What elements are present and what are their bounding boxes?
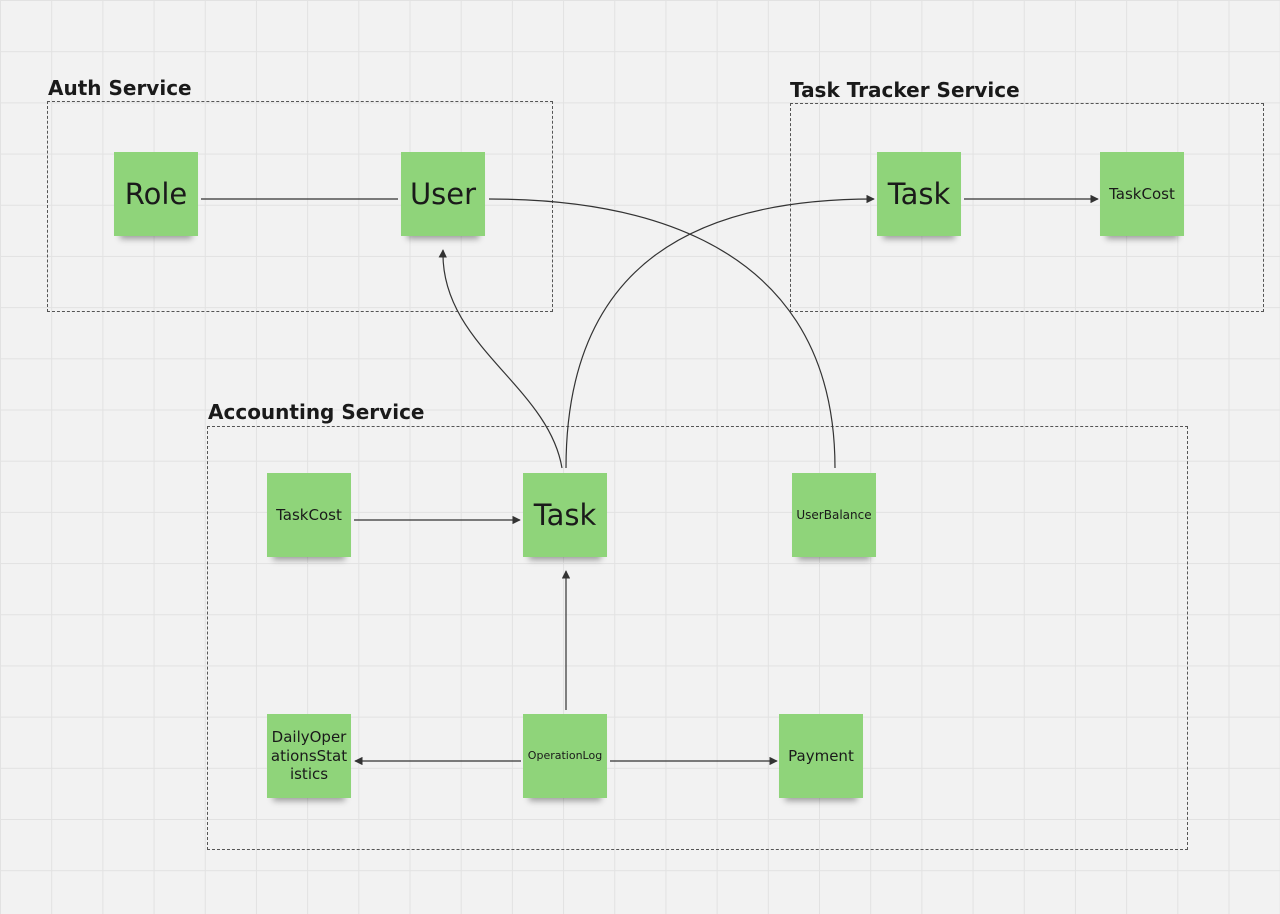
sticky-note-operationlog[interactable]: OperationLog <box>523 714 607 798</box>
task-tracker-service-frame[interactable] <box>790 103 1264 312</box>
sticky-note-role[interactable]: Role <box>114 152 198 236</box>
sticky-note-userbalance[interactable]: UserBalance <box>792 473 876 557</box>
accounting-service-frame[interactable] <box>207 426 1188 850</box>
sticky-note-tracker-taskcost[interactable]: TaskCost <box>1100 152 1184 236</box>
sticky-note-tracker-task[interactable]: Task <box>877 152 961 236</box>
sticky-note-accounting-task[interactable]: Task <box>523 473 607 557</box>
sticky-note-daily-operations-statistics[interactable]: DailyOperationsStatistics <box>267 714 351 798</box>
sticky-note-user[interactable]: User <box>401 152 485 236</box>
task-tracker-service-title: Task Tracker Service <box>790 78 1020 102</box>
auth-service-title: Auth Service <box>48 76 192 100</box>
sticky-note-payment[interactable]: Payment <box>779 714 863 798</box>
accounting-service-title: Accounting Service <box>208 400 425 424</box>
sticky-note-accounting-taskcost[interactable]: TaskCost <box>267 473 351 557</box>
